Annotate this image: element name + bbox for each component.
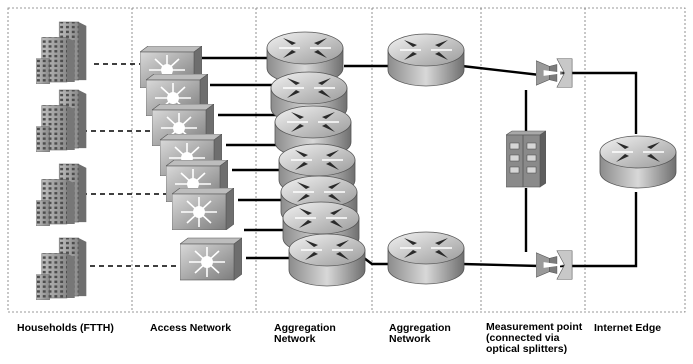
households-group bbox=[36, 21, 87, 300]
core-links bbox=[344, 64, 638, 268]
label-aggregation-network-2: Aggregation Network bbox=[389, 323, 451, 345]
label-line: Aggregation bbox=[389, 322, 451, 334]
multilayer-switch-icon bbox=[180, 237, 242, 281]
label-access-network: Access Network bbox=[150, 322, 232, 334]
multilayer-switch-icon bbox=[172, 188, 234, 230]
access-switches-group bbox=[140, 46, 242, 281]
router-icon bbox=[387, 33, 465, 87]
column-frames bbox=[7, 7, 686, 313]
label-line: (connected via bbox=[486, 332, 560, 344]
aggregation-routers-group bbox=[266, 31, 366, 287]
label-line: Network bbox=[274, 333, 316, 345]
label-households: Households (FTTH) bbox=[17, 322, 114, 334]
label-measurement-point: Measurement point (connected via optical… bbox=[486, 322, 582, 355]
access-aggregation-links bbox=[195, 56, 290, 260]
router-icon bbox=[288, 233, 366, 287]
label-line: optical splitters) bbox=[486, 343, 568, 355]
label-line: Aggregation bbox=[274, 322, 336, 334]
label-line: Measurement point bbox=[486, 321, 583, 333]
office-building-icon bbox=[36, 237, 87, 300]
office-building-icon bbox=[36, 163, 87, 226]
measurement-probe-icon bbox=[506, 130, 546, 188]
office-building-icon bbox=[36, 21, 87, 84]
label-line: Network bbox=[389, 333, 431, 345]
optical-splitter-icon bbox=[536, 250, 573, 280]
household-links bbox=[82, 63, 185, 267]
router-icon bbox=[387, 231, 465, 285]
office-building-icon bbox=[36, 89, 87, 152]
label-aggregation-network-1: Aggregation Network bbox=[274, 323, 336, 345]
router-icon bbox=[599, 135, 677, 189]
label-internet-edge: Internet Edge bbox=[594, 322, 662, 334]
optical-splitter-icon bbox=[536, 58, 573, 88]
